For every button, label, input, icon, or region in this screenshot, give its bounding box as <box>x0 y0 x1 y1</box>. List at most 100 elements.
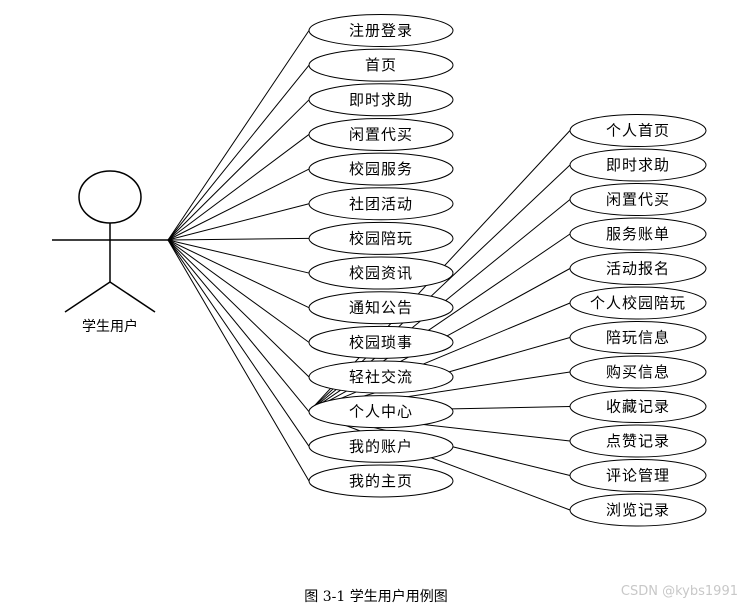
right-use-case: 即时求助 <box>569 148 707 182</box>
right-use-case-ellipse <box>569 114 707 147</box>
left-association-line <box>167 239 310 343</box>
right-use-case: 浏览记录 <box>569 493 707 527</box>
right-use-case-ellipse <box>569 183 707 216</box>
right-use-case-label: 收藏记录 <box>606 398 670 416</box>
left-use-case: 即时求助 <box>308 83 454 117</box>
right-use-case-ellipse <box>569 355 707 389</box>
actor-head <box>78 170 142 224</box>
left-use-case: 校园资讯 <box>308 256 454 290</box>
left-use-case: 通知公告 <box>308 291 454 325</box>
left-use-cases: 注册登录首页即时求助闲置代买校园服务社团活动校园陪玩校园资讯通知公告校园琐事轻社… <box>308 14 454 498</box>
right-use-case-label: 陪玩信息 <box>606 329 670 347</box>
right-use-case-label: 闲置代买 <box>606 191 670 209</box>
left-association-line <box>167 203 310 241</box>
left-use-case-label: 通知公告 <box>349 299 413 317</box>
left-use-case: 轻社交流 <box>308 360 454 394</box>
watermark: CSDN @kybs1991 <box>620 584 738 599</box>
right-use-case-label: 个人校园陪玩 <box>590 294 686 312</box>
right-use-case-label: 活动报名 <box>606 260 670 278</box>
right-use-case-ellipse <box>569 321 707 354</box>
left-association-line <box>167 239 310 309</box>
left-use-case: 我的主页 <box>308 464 454 498</box>
right-use-case: 个人首页 <box>569 114 707 147</box>
left-use-case-label: 社团活动 <box>349 195 413 213</box>
left-use-case-ellipse <box>308 325 454 359</box>
right-use-case: 购买信息 <box>569 355 707 389</box>
left-association-line <box>167 134 310 241</box>
actor-label: 学生用户 <box>82 318 138 335</box>
left-use-case-ellipse <box>308 360 454 394</box>
right-use-case-ellipse <box>569 252 707 285</box>
left-association-line <box>167 239 310 447</box>
right-use-case: 点赞记录 <box>569 424 707 458</box>
left-use-case-ellipse <box>308 464 454 498</box>
right-use-case-ellipse <box>569 424 707 458</box>
left-use-case-ellipse <box>308 429 454 463</box>
right-use-case: 陪玩信息 <box>569 321 707 354</box>
left-use-case-ellipse <box>308 187 454 221</box>
left-use-case-ellipse <box>308 291 454 325</box>
figure-caption: 图 3-1 学生用户用例图 <box>304 589 448 605</box>
right-use-case-label: 评论管理 <box>606 467 670 485</box>
left-use-case-ellipse <box>308 221 454 255</box>
left-association-line <box>167 239 310 482</box>
left-association-line <box>167 237 310 241</box>
left-use-case-label: 校园服务 <box>349 160 413 178</box>
actor-figure: 学生用户 <box>52 170 168 335</box>
left-use-case-ellipse <box>308 152 454 186</box>
left-use-case-label: 我的主页 <box>349 472 413 490</box>
left-use-case-label: 即时求助 <box>349 91 413 109</box>
left-use-case-label: 个人中心 <box>349 403 413 421</box>
right-use-case: 活动报名 <box>569 252 707 285</box>
right-association-line <box>308 411 571 511</box>
left-use-case: 社团活动 <box>308 187 454 221</box>
left-use-case-label: 校园资讯 <box>349 264 413 282</box>
right-use-case-ellipse <box>569 217 707 251</box>
right-use-cases: 个人首页即时求助闲置代买服务账单活动报名个人校园陪玩陪玩信息购买信息收藏记录点赞… <box>569 114 707 527</box>
left-association-line <box>167 239 310 378</box>
right-use-case-ellipse <box>569 459 707 492</box>
right-use-case-label: 点赞记录 <box>606 432 670 450</box>
right-use-case-label: 服务账单 <box>606 225 670 243</box>
left-use-case-label: 注册登录 <box>349 22 413 40</box>
left-use-case: 校园服务 <box>308 152 454 186</box>
right-use-case-ellipse <box>569 390 707 423</box>
left-association-line <box>167 64 310 241</box>
left-use-case-ellipse <box>308 256 454 290</box>
left-use-case: 校园陪玩 <box>308 221 454 255</box>
right-use-case-ellipse <box>569 148 707 182</box>
right-use-case-label: 个人首页 <box>606 122 670 140</box>
actor-right-leg <box>109 281 156 313</box>
left-use-case-label: 校园琐事 <box>349 333 413 351</box>
left-use-case-label: 我的账户 <box>349 437 413 455</box>
left-use-case-ellipse <box>308 83 454 117</box>
left-use-case-label: 校园陪玩 <box>349 229 413 247</box>
left-association-line <box>167 239 310 412</box>
left-use-case: 我的账户 <box>308 429 454 463</box>
right-use-case: 收藏记录 <box>569 390 707 423</box>
right-use-case: 评论管理 <box>569 459 707 492</box>
left-use-case: 校园琐事 <box>308 325 454 359</box>
right-use-case-label: 即时求助 <box>606 156 670 174</box>
left-association-line <box>167 30 310 241</box>
left-use-case-ellipse <box>308 117 454 151</box>
right-use-case-label: 浏览记录 <box>606 501 670 519</box>
left-association-line <box>167 99 310 241</box>
right-use-case-label: 购买信息 <box>606 363 670 381</box>
left-use-case-label: 闲置代买 <box>349 125 413 143</box>
left-use-case-ellipse <box>308 395 454 429</box>
left-use-case-ellipse <box>308 48 454 82</box>
right-use-case: 服务账单 <box>569 217 707 251</box>
right-use-case: 个人校园陪玩 <box>569 286 707 320</box>
left-association-line <box>167 168 310 241</box>
left-use-case: 闲置代买 <box>308 117 454 151</box>
left-use-case-label: 轻社交流 <box>349 368 413 386</box>
right-use-case-ellipse <box>569 493 707 527</box>
left-use-case: 个人中心 <box>308 395 454 429</box>
right-use-case: 闲置代买 <box>569 183 707 216</box>
left-use-case-label: 首页 <box>365 56 397 74</box>
left-use-case-ellipse <box>308 14 454 47</box>
right-association-line <box>308 302 571 413</box>
left-use-case: 注册登录 <box>308 14 454 47</box>
